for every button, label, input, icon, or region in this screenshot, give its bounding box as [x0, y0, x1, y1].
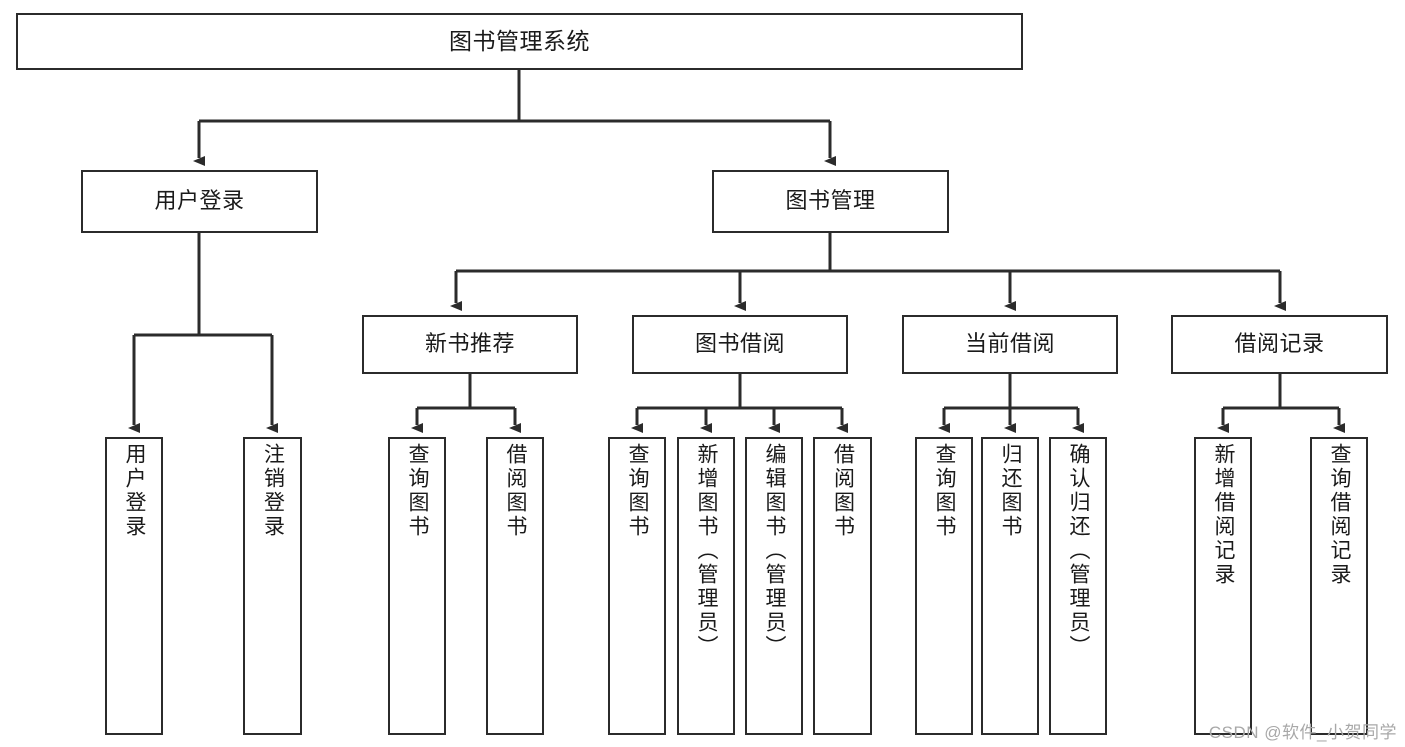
leaf-book-borrow-query[interactable]: 查询图书 [608, 437, 666, 735]
node-label: 当前借阅 [964, 331, 1055, 357]
leaf-borrow-record-add[interactable]: 新增借阅记录 [1194, 437, 1252, 735]
leaf-new-book-query[interactable]: 查询图书 [388, 437, 446, 735]
node-label: 用户登录 [123, 443, 147, 539]
node-label: 查询借阅记录 [1328, 443, 1352, 587]
node-label: 用户登录 [154, 188, 245, 214]
node-label: 借阅图书 [504, 443, 528, 539]
leaf-new-book-borrow[interactable]: 借阅图书 [486, 437, 544, 735]
leaf-book-borrow-add[interactable]: 新增图书（管理员） [677, 437, 735, 735]
node-label: 查询图书 [406, 443, 430, 539]
node-book-management[interactable]: 图书管理 [712, 170, 949, 233]
node-root-book-management-system[interactable]: 图书管理系统 [16, 13, 1023, 70]
leaf-borrow-record-query[interactable]: 查询借阅记录 [1310, 437, 1368, 735]
node-label: 新增借阅记录 [1212, 443, 1236, 587]
node-label: 图书借阅 [694, 331, 785, 357]
node-label: 借阅图书 [831, 443, 855, 539]
leaf-book-borrow-borrow[interactable]: 借阅图书 [813, 437, 872, 735]
node-label: 注销登录 [261, 443, 285, 539]
csdn-watermark: CSDN @软件_小贺同学 [1208, 723, 1397, 742]
node-label: 归还图书 [999, 443, 1023, 539]
node-current-borrow[interactable]: 当前借阅 [902, 315, 1118, 374]
node-label: 查询图书 [933, 443, 957, 539]
node-label: 新增图书（管理员） [695, 443, 719, 659]
leaf-current-borrow-return[interactable]: 归还图书 [981, 437, 1039, 735]
node-label: 图书管理系统 [449, 27, 590, 54]
leaf-current-borrow-query[interactable]: 查询图书 [915, 437, 973, 735]
leaf-book-borrow-edit[interactable]: 编辑图书（管理员） [745, 437, 803, 735]
node-label: 新书推荐 [424, 331, 515, 357]
node-label: 确认归还（管理员） [1067, 443, 1091, 659]
leaf-user-login-login[interactable]: 用户登录 [105, 437, 163, 735]
node-label: 编辑图书（管理员） [763, 443, 787, 659]
leaf-current-borrow-confirm-return[interactable]: 确认归还（管理员） [1049, 437, 1107, 735]
node-new-book-recommend[interactable]: 新书推荐 [362, 315, 578, 374]
node-book-borrow[interactable]: 图书借阅 [632, 315, 848, 374]
node-label: 图书管理 [785, 188, 876, 214]
node-borrow-record[interactable]: 借阅记录 [1171, 315, 1388, 374]
node-user-login[interactable]: 用户登录 [81, 170, 318, 233]
leaf-user-login-logout[interactable]: 注销登录 [243, 437, 302, 735]
node-label: 查询图书 [626, 443, 650, 539]
node-label: 借阅记录 [1234, 331, 1325, 357]
